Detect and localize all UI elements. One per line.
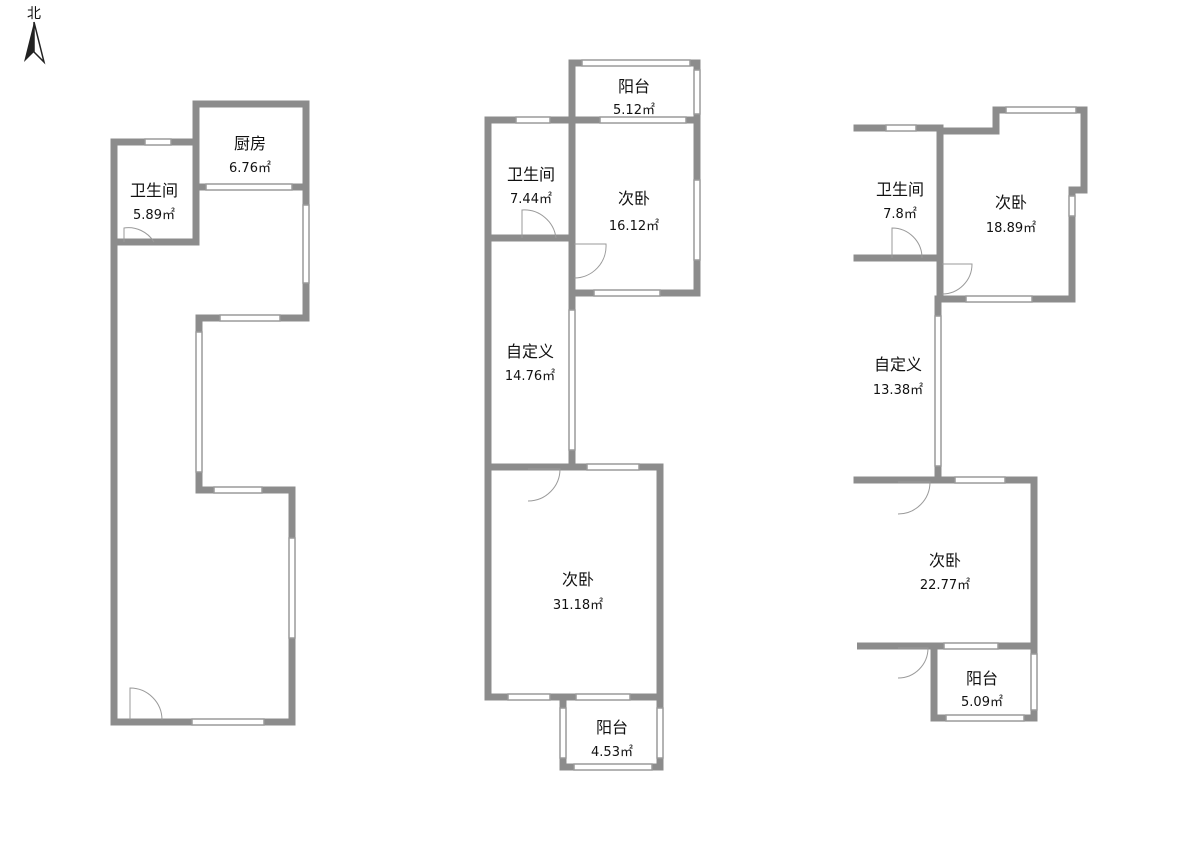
floor-2-windows	[507, 59, 701, 771]
floor-3-windows	[885, 106, 1077, 722]
floor-2-doors	[521, 209, 607, 502]
room-name: 卫生间	[507, 165, 555, 184]
window	[945, 714, 1025, 722]
window	[593, 289, 661, 297]
room-name: 厨房	[234, 134, 266, 153]
window	[885, 124, 917, 132]
window	[656, 707, 664, 759]
door	[129, 687, 163, 721]
floor-3-labels: 卫生间 7.8㎡ 次卧 18.89㎡ 自定义 13.38㎡ 次卧 22.77㎡ …	[873, 180, 1036, 710]
floor-3-outer-wall	[853, 106, 1088, 722]
door	[897, 647, 929, 679]
window	[515, 116, 551, 124]
room-area: 5.09㎡	[961, 695, 1003, 710]
room-area: 16.12㎡	[609, 219, 659, 234]
room-area: 5.12㎡	[613, 103, 655, 118]
window	[507, 693, 551, 701]
room-area: 14.76㎡	[505, 369, 555, 384]
window	[213, 486, 263, 494]
window	[693, 69, 701, 115]
window	[191, 718, 265, 726]
door	[521, 209, 557, 239]
sliding-door	[575, 693, 631, 701]
door	[897, 481, 931, 515]
room-name: 次卧	[618, 189, 650, 208]
door	[527, 468, 561, 502]
room-area: 7.8㎡	[883, 207, 917, 222]
window	[288, 537, 296, 639]
window	[954, 476, 1006, 484]
sliding-door	[599, 116, 687, 124]
room-name: 卫生间	[876, 180, 924, 199]
room-area: 18.89㎡	[986, 221, 1036, 236]
window	[1005, 106, 1077, 114]
floor-2-labels: 阳台 5.12㎡ 卫生间 7.44㎡ 次卧 16.12㎡ 自定义 14.76㎡ …	[505, 77, 659, 760]
room-name: 自定义	[506, 342, 554, 361]
door	[891, 227, 923, 259]
floor-3-doors	[891, 227, 973, 679]
room-area: 13.38㎡	[873, 383, 923, 398]
window	[586, 463, 640, 471]
compass-label: 北	[27, 6, 41, 22]
window	[1068, 195, 1076, 217]
room-area: 4.53㎡	[591, 745, 633, 760]
window	[219, 314, 281, 322]
window	[559, 707, 567, 759]
floor-1-bathroom-wall	[110, 183, 200, 246]
door	[123, 227, 155, 243]
door	[573, 243, 607, 279]
room-name: 次卧	[929, 551, 961, 570]
floor-1-windows	[144, 138, 310, 726]
room-area: 31.18㎡	[553, 598, 603, 613]
floor-plan-3	[853, 106, 1088, 722]
room-area: 6.76㎡	[229, 161, 271, 176]
door	[941, 263, 973, 295]
window	[195, 331, 203, 473]
room-name: 阳台	[618, 77, 650, 96]
window	[693, 179, 701, 261]
floor-1-doors	[123, 227, 163, 721]
room-name: 阳台	[966, 669, 998, 688]
room-name: 卫生间	[130, 181, 178, 200]
window	[568, 309, 576, 451]
room-area: 5.89㎡	[133, 208, 175, 223]
room-area: 22.77㎡	[920, 578, 970, 593]
window	[573, 763, 653, 771]
room-name: 次卧	[562, 570, 594, 589]
sliding-door	[205, 183, 293, 191]
floor-1-labels: 厨房 6.76㎡ 卫生间 5.89㎡	[130, 134, 271, 223]
window	[965, 295, 1033, 303]
window	[581, 59, 691, 67]
room-area: 7.44㎡	[510, 192, 552, 207]
window	[1030, 653, 1038, 711]
north-arrow-icon	[24, 21, 46, 65]
sliding-door	[943, 642, 999, 650]
window	[144, 138, 172, 146]
room-name: 阳台	[596, 718, 628, 737]
room-name: 自定义	[874, 355, 922, 374]
room-name: 次卧	[995, 193, 1027, 212]
window	[302, 204, 310, 284]
window	[934, 315, 942, 467]
compass: 北	[24, 6, 46, 65]
